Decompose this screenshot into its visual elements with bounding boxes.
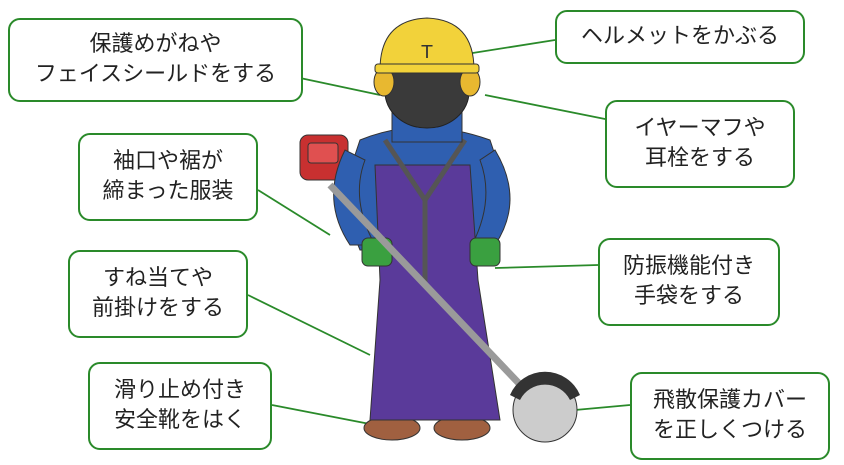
callout-guard-line2: を正しくつける <box>652 418 807 443</box>
callout-apron: すね当てや 前掛けをする <box>68 250 248 338</box>
callout-earmuffs: イヤーマフや 耳栓をする <box>605 100 795 188</box>
worker-head: T <box>373 17 481 143</box>
leader-goggles <box>299 77 381 96</box>
trimmer-shaft <box>327 182 533 398</box>
leader-helmet <box>459 39 556 56</box>
callout-goggles: 保護めがねや フェイスシールドをする <box>8 18 303 102</box>
callout-earmuffs-line2: 耳栓をする <box>644 146 755 171</box>
leader-clothing <box>257 189 331 236</box>
callout-boots-line1: 滑り止め付き <box>113 378 246 403</box>
blade-guard <box>510 371 580 443</box>
leader-guard <box>574 404 631 411</box>
callout-guard: 飛散保護カバー を正しくつける <box>630 372 830 460</box>
leader-earmuffs <box>484 94 611 121</box>
callout-boots: 滑り止め付き 安全靴をはく <box>88 362 272 450</box>
callout-clothing-line1: 袖口や裾が <box>112 149 223 174</box>
helmet-mark: T <box>421 42 434 63</box>
callout-helmet: ヘルメットをかぶる <box>555 10 805 64</box>
leader-apron <box>247 294 371 356</box>
callout-gloves: 防振機能付き 手袋をする <box>598 238 780 326</box>
callout-clothing: 袖口や裾が 締まった服装 <box>78 133 258 221</box>
callout-boots-line2: 安全靴をはく <box>113 408 246 433</box>
harness <box>382 138 468 285</box>
leader-boots <box>271 404 376 426</box>
callout-gloves-line2: 手袋をする <box>633 284 744 309</box>
callout-guard-line1: 飛散保護カバー <box>652 388 807 413</box>
callout-apron-line2: 前掛けをする <box>91 296 224 321</box>
leader-lines <box>247 39 631 426</box>
callout-earmuffs-line1: イヤーマフや <box>634 116 766 141</box>
callout-clothing-line2: 締まった服装 <box>102 179 234 204</box>
callout-goggles-line2: フェイスシールドをする <box>34 62 277 87</box>
callout-goggles-line1: 保護めがねや <box>89 32 222 57</box>
leader-gloves <box>494 264 599 269</box>
callout-apron-line1: すね当てや <box>102 266 213 291</box>
callout-helmet-line1: ヘルメットをかぶる <box>580 24 779 49</box>
callout-gloves-line1: 防振機能付き <box>622 254 755 279</box>
